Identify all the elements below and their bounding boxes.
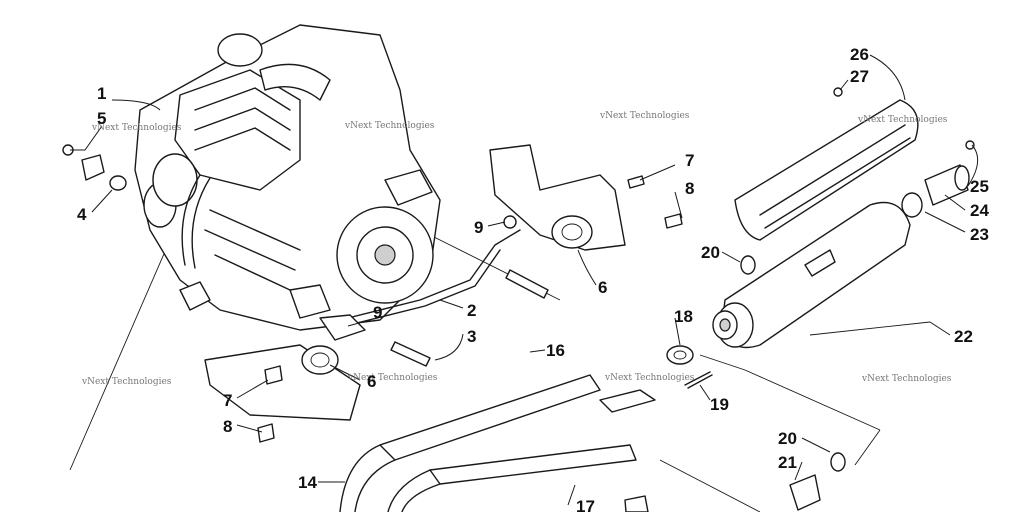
callout-labels: 1 5 4 9 2 3 9 6 6 7 8 7 8 16 18 19 14 17… <box>77 45 989 512</box>
callout-2: 2 <box>467 301 476 320</box>
callout-6: 6 <box>598 278 607 297</box>
callout-6-lower: 6 <box>367 372 376 391</box>
watermark-text: vNext Technologies <box>344 121 435 131</box>
callout-5: 5 <box>97 109 106 128</box>
callout-22: 22 <box>954 327 973 346</box>
callout-24: 24 <box>970 201 989 220</box>
engine-assembly <box>134 24 441 331</box>
watermark-text: vNext Technologies <box>91 123 182 133</box>
left-mount-hardware <box>62 144 127 191</box>
callout-21: 21 <box>778 453 797 472</box>
callout-27: 27 <box>850 67 869 86</box>
callout-18: 18 <box>674 307 693 326</box>
callout-8-lower: 8 <box>223 417 232 436</box>
muffler <box>712 201 911 349</box>
spark-arrestor-parts <box>901 140 975 218</box>
watermark-text: vNext Technologies <box>347 373 438 383</box>
muffler-heat-shield <box>734 87 919 241</box>
callout-16: 16 <box>546 341 565 360</box>
callout-20: 20 <box>701 243 720 262</box>
callout-17: 17 <box>576 497 595 512</box>
watermark-text: vNext Technologies <box>604 373 695 383</box>
exhaust-gasket-spring <box>666 345 713 389</box>
callout-1: 1 <box>97 84 106 103</box>
callout-25: 25 <box>970 177 989 196</box>
callout-7: 7 <box>685 151 694 170</box>
callout-23: 23 <box>970 225 989 244</box>
callout-7-lower: 7 <box>223 391 232 410</box>
watermark-text: vNext Technologies <box>599 111 690 121</box>
callout-9-lower: 9 <box>373 303 382 322</box>
exhaust-head-pipes <box>339 374 656 512</box>
callout-19: 19 <box>710 395 729 414</box>
watermark-text: vNext Technologies <box>857 115 948 125</box>
watermark-text: vNext Technologies <box>81 377 172 387</box>
callout-20-lower: 20 <box>778 429 797 448</box>
exhaust-bracket-upper <box>489 144 683 251</box>
callout-9: 9 <box>474 218 483 237</box>
callout-26: 26 <box>850 45 869 64</box>
watermark-layer: vNext Technologies vNext Technologies vN… <box>81 111 952 387</box>
watermark-text: vNext Technologies <box>861 374 952 384</box>
callout-8: 8 <box>685 179 694 198</box>
callout-14: 14 <box>298 473 317 492</box>
assembly-frame-lines <box>69 229 931 512</box>
exhaust-bracket-lower <box>204 314 366 443</box>
clamp-hardware <box>740 255 846 511</box>
exhaust-hanger-rod <box>339 229 549 367</box>
callout-4: 4 <box>77 205 87 224</box>
callout-3: 3 <box>467 327 476 346</box>
leader-lines <box>70 54 979 506</box>
